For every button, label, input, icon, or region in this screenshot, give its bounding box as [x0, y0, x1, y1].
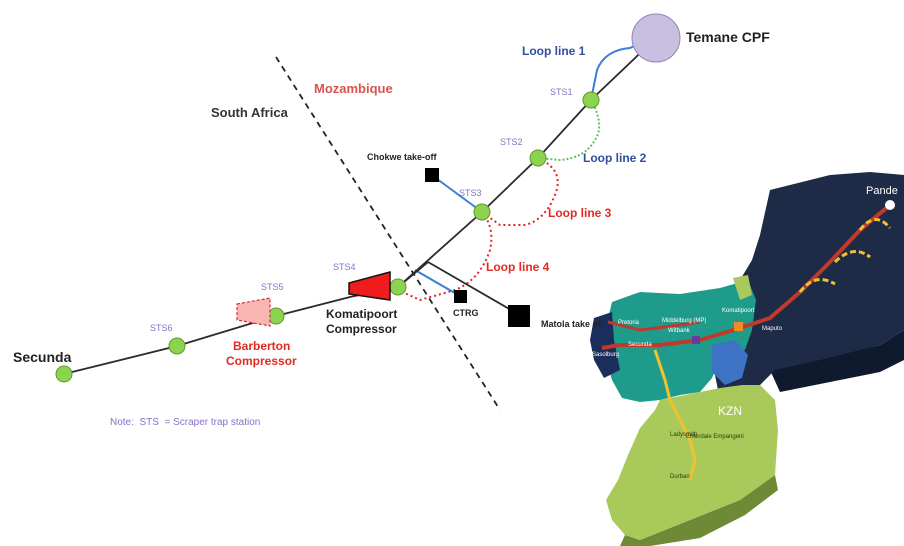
map-node-pande — [885, 200, 895, 210]
map-route-north — [607, 320, 701, 332]
loop-line-1-label: Loop line 1 — [522, 44, 586, 58]
map-route-loops — [798, 218, 892, 293]
temane-cpf-node — [631, 13, 681, 63]
regional-map: Pande KZN Maputo Komatipoort Secunda Pre… — [590, 172, 904, 546]
barberton-compressor-icon — [236, 297, 271, 327]
map-node-komatipoort — [734, 322, 743, 331]
ctrg-label: CTRG — [453, 308, 479, 318]
ctrg-node — [454, 290, 467, 303]
chokwe-branch — [432, 175, 483, 213]
sts5-label: STS5 — [261, 282, 284, 292]
map-swaziland-patch — [712, 340, 748, 385]
loop-line-1 — [590, 41, 643, 101]
komatipoort-compressor-label-1: Komatipoort — [326, 307, 397, 321]
barberton-compressor-label-2: Compressor — [226, 354, 297, 368]
border-line — [275, 56, 501, 411]
map-mozambique-region — [712, 172, 904, 405]
map-green-accent — [733, 275, 752, 300]
sts4-label: STS4 — [333, 262, 356, 272]
loop-line-3 — [481, 157, 559, 226]
ctrg-branch-blue — [414, 269, 461, 297]
secunda-label: Secunda — [13, 349, 72, 365]
map-label-middelburg: Middelburg (MP) — [662, 318, 706, 324]
map-label-pande: Pande — [866, 185, 898, 197]
station-node-sts6 — [168, 337, 186, 355]
map-label-maputo: Maputo — [762, 326, 783, 332]
chokwe-takeoff-node — [425, 168, 439, 182]
barberton-compressor-label-1: Barberton — [233, 339, 290, 353]
temane-cpf-label: Temane CPF — [686, 29, 770, 45]
matola-takeoff-node — [508, 305, 530, 327]
chokwe-takeoff-label: Chokwe take-off — [367, 152, 438, 162]
station-node-secunda — [55, 365, 73, 383]
loop-line-3-label: Loop line 3 — [548, 206, 612, 220]
map-label-durban: Durban — [670, 474, 690, 480]
map-label-secunda: Secunda — [628, 342, 652, 348]
sts6-label: STS6 — [150, 323, 173, 333]
region-label-mozambique: Mozambique — [314, 81, 393, 96]
matola-line — [427, 261, 519, 315]
map-label-komatipoort: Komatipoort — [722, 308, 755, 314]
map-west-patch — [590, 312, 620, 378]
station-node-sts3 — [473, 203, 491, 221]
station-node-sts1 — [582, 91, 600, 109]
sts1-label: STS1 — [550, 87, 573, 97]
map-label-ladysmith: Ladysmith — [670, 432, 697, 438]
komatipoort-compressor-label-2: Compressor — [326, 322, 397, 336]
map-kzn-shadow — [620, 475, 778, 546]
loop-line-2-label: Loop line 2 — [583, 151, 647, 165]
note-text: Note: STS = Scraper trap station — [110, 417, 260, 428]
map-route-kzn — [653, 349, 697, 481]
map-kzn-region — [606, 385, 778, 540]
map-label-pretoria: Pretoria — [618, 320, 640, 326]
map-label-witbank: Witbank — [668, 328, 691, 334]
map-route-main — [601, 203, 892, 350]
region-label-south-africa: South Africa — [211, 105, 289, 120]
station-node-sts2 — [529, 149, 547, 167]
matola-takeoff-label: Matola take of — [541, 319, 602, 329]
map-label-enterdale: Enterdale Empangeni — [686, 434, 744, 440]
loop-line-4-label: Loop line 4 — [486, 260, 550, 274]
loop-line-4 — [397, 211, 493, 302]
komatipoort-compressor-icon — [348, 271, 391, 301]
station-node-sts4 — [389, 278, 407, 296]
sts3-label: STS3 — [459, 188, 482, 198]
map-mozambique-shadow — [770, 330, 904, 392]
map-label-kzn: KZN — [718, 404, 742, 418]
map-label-sasolburg: Sasolburg — [592, 352, 619, 358]
sts2-label: STS2 — [500, 137, 523, 147]
map-node-middelburg — [692, 336, 700, 344]
